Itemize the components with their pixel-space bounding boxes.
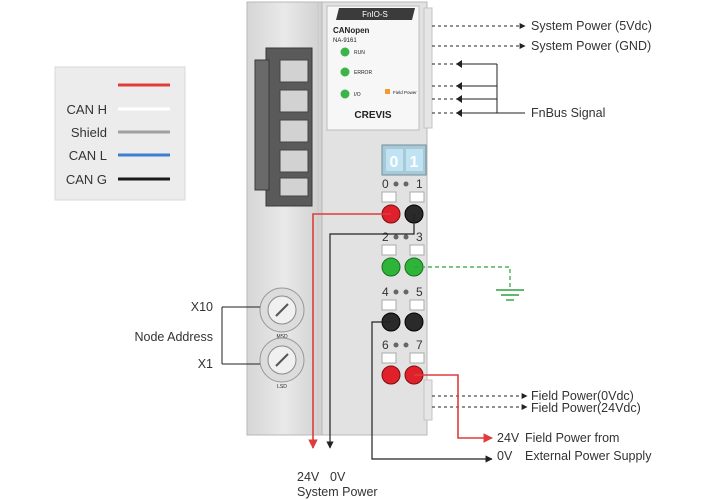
io-led bbox=[340, 89, 350, 99]
error-led bbox=[340, 67, 350, 77]
run-led bbox=[340, 47, 350, 57]
channel-digit-0: 0 bbox=[390, 154, 399, 171]
io-led-label: I/O bbox=[354, 92, 361, 98]
terminal-number-7: 7 bbox=[416, 338, 423, 352]
label-x10: X10 bbox=[191, 300, 213, 314]
module-model-tag: FnIO-S bbox=[362, 10, 388, 19]
module-label-panel: FnIO-S CANopen NA-9161 RUN ERROR I/O Fie… bbox=[326, 5, 420, 131]
terminal-number-5: 5 bbox=[416, 285, 423, 299]
external-0v-wire bbox=[371, 321, 493, 463]
system-power-lines bbox=[432, 23, 526, 49]
rotary-label-msd: MSD bbox=[276, 334, 288, 340]
label-ext-0v-text: External Power Supply bbox=[525, 449, 652, 463]
terminal-2-fg[interactable] bbox=[381, 257, 401, 277]
external-24v-wire bbox=[414, 374, 493, 443]
terminal-number-1: 1 bbox=[416, 177, 423, 191]
terminal-number-0: 0 bbox=[382, 177, 389, 191]
module-part-number: NA-9161 bbox=[333, 38, 357, 44]
terminal-number-6: 6 bbox=[382, 338, 389, 352]
rotary-switch-x1[interactable]: LSD bbox=[259, 337, 305, 390]
field-power-led-label: Field Power bbox=[393, 90, 417, 95]
label-node-address: Node Address bbox=[134, 330, 213, 344]
rotary-switch-x10[interactable]: MSD bbox=[259, 287, 305, 340]
terminal-number-3: 3 bbox=[416, 230, 423, 244]
can-connector[interactable] bbox=[254, 47, 313, 207]
label-sys-0v: 0V bbox=[330, 470, 346, 484]
module-title: CANopen bbox=[333, 26, 370, 35]
system-24v-wire bbox=[308, 213, 391, 449]
label-field-power-0v: Field Power(0Vdc) bbox=[531, 389, 634, 403]
legend-label-can-l: CAN L bbox=[69, 148, 107, 163]
rotary-label-lsd: LSD bbox=[277, 384, 287, 390]
terminal-6-24v[interactable] bbox=[381, 365, 401, 385]
error-led-label: ERROR bbox=[354, 70, 372, 76]
run-led-label: RUN bbox=[354, 50, 365, 56]
label-system-power-gnd: System Power (GND) bbox=[531, 39, 651, 53]
brand-logo-text: CREVIS bbox=[354, 110, 392, 121]
channel-digit-1: 1 bbox=[410, 154, 419, 171]
network-adapter-module: MSD LSD FnIO-S CANopen NA-9161 RUN ERROR… bbox=[246, 1, 433, 436]
legend-label-can-g: CAN G bbox=[66, 172, 107, 187]
terminal-number-4: 4 bbox=[382, 285, 389, 299]
label-ext-0v: 0V bbox=[497, 449, 513, 463]
node-address-bracket bbox=[221, 306, 260, 365]
label-system-power: System Power bbox=[297, 485, 378, 499]
field-power-lines bbox=[432, 393, 528, 410]
field-ground-line bbox=[414, 266, 524, 301]
channel-indicator: 0 1 bbox=[381, 144, 427, 176]
terminal-5-0v[interactable] bbox=[404, 312, 424, 332]
legend-label-shield: Shield bbox=[71, 125, 107, 140]
cable-color-legend: CAN H Shield CAN L CAN G bbox=[54, 66, 186, 201]
system-0v-wire bbox=[326, 214, 415, 449]
label-x1: X1 bbox=[198, 357, 213, 371]
label-ext-24v: 24V bbox=[497, 431, 520, 445]
field-power-led bbox=[385, 89, 390, 94]
label-sys-24v: 24V bbox=[297, 470, 320, 484]
terminal-number-2: 2 bbox=[382, 230, 389, 244]
label-fnbus-signal: FnBus Signal bbox=[531, 106, 605, 120]
fnbus-signal-lines bbox=[432, 60, 525, 117]
label-system-power-5v: System Power (5Vdc) bbox=[531, 19, 652, 33]
label-ext-24v-text: Field Power from bbox=[525, 431, 619, 445]
legend-label-can-h: CAN H bbox=[67, 102, 107, 117]
label-field-power-24v: Field Power(24Vdc) bbox=[531, 401, 641, 415]
